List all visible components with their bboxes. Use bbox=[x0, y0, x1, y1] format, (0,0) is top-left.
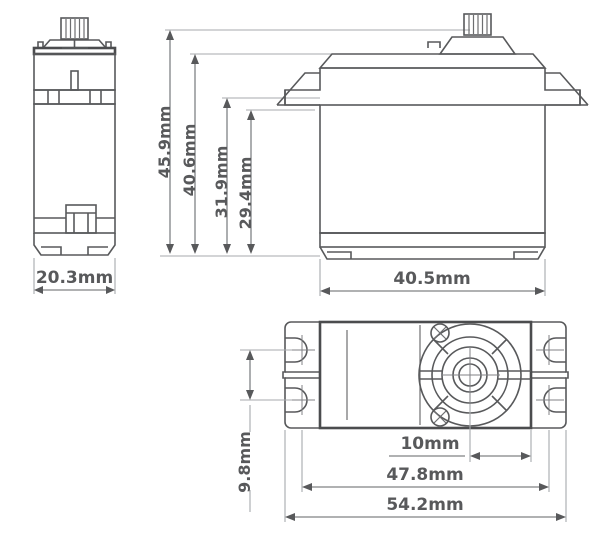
front-view: 20.3mm bbox=[32, 17, 117, 294]
dimension-mount-hole-spacing-label: 9.8mm bbox=[235, 431, 254, 493]
dimension-mount-span-label: 47.8mm bbox=[386, 465, 463, 485]
dimension-side-width-label: 40.5mm bbox=[393, 269, 470, 289]
dimension-front-width: 20.3mm bbox=[33, 258, 116, 294]
top-view-left-wing bbox=[282, 321, 321, 429]
top-view-screw-bottom bbox=[430, 407, 450, 427]
top-view-mount-hole-top-right bbox=[536, 335, 566, 365]
dimension-mount-hole-spacing: 9.8mm bbox=[235, 349, 292, 512]
side-view-taper-right bbox=[545, 72, 589, 106]
dimension-height-total-label: 45.9mm bbox=[155, 106, 174, 179]
side-view-lower-band bbox=[319, 232, 546, 248]
front-view-flange-band bbox=[33, 89, 116, 105]
side-view-foot-right bbox=[513, 251, 538, 259]
side-view-top-boss bbox=[438, 36, 517, 55]
dimension-mount-span: 47.8mm bbox=[301, 430, 550, 492]
side-view-main-body bbox=[319, 104, 546, 234]
top-view-case bbox=[318, 320, 533, 430]
front-view-foot-left bbox=[41, 246, 62, 255]
side-view-small-tab bbox=[427, 41, 441, 48]
dimension-height-body-top-label: 40.6mm bbox=[180, 124, 199, 197]
front-view-connector-block bbox=[65, 204, 97, 234]
side-view-taper-left bbox=[276, 72, 320, 106]
dimension-height-total: 45.9mm bbox=[155, 30, 174, 254]
dimension-height-lower-label: 29.4mm bbox=[236, 157, 255, 230]
dimension-shaft-offset: 10mm bbox=[389, 404, 532, 462]
front-view-top-band bbox=[32, 46, 117, 56]
top-view-screw-top bbox=[430, 323, 450, 343]
dimension-front-width-label: 20.3mm bbox=[36, 268, 113, 288]
top-view-output-horn bbox=[418, 323, 531, 427]
front-view-upper-body bbox=[33, 53, 116, 91]
dimension-side-width: 40.5mm bbox=[319, 259, 546, 296]
side-view-spline-icon bbox=[463, 13, 492, 36]
side-view-top-case bbox=[318, 53, 547, 69]
front-view-ear-right bbox=[105, 41, 112, 48]
dimension-height-lower: 29.4mm bbox=[236, 110, 255, 254]
dimension-shaft-offset-label: 10mm bbox=[400, 434, 459, 454]
front-view-spline-icon bbox=[60, 17, 89, 48]
top-view: 9.8mm 10mm 47.8mm bbox=[235, 320, 569, 522]
side-view-bottom-cap bbox=[319, 246, 546, 260]
side-view-foot-left bbox=[327, 251, 352, 259]
top-view-right-wing bbox=[530, 321, 569, 429]
side-view: 40.5mm bbox=[276, 13, 589, 296]
front-view-foot-right bbox=[87, 246, 108, 255]
dimension-height-case-label: 31.9mm bbox=[212, 146, 231, 219]
dimension-height-case: 31.9mm bbox=[212, 98, 231, 254]
vertical-dimension-stack: 45.9mm 40.6mm 31.9mm 29.4mm bbox=[155, 29, 470, 257]
dimension-height-body-top: 40.6mm bbox=[180, 54, 199, 254]
dimension-overall-length-label: 54.2mm bbox=[386, 495, 463, 515]
top-view-mount-hole-bottom-right bbox=[536, 385, 566, 415]
dimension-overall-length: 54.2mm bbox=[284, 430, 567, 522]
front-view-center-tab bbox=[70, 70, 79, 91]
front-view-bottom-cap bbox=[33, 233, 116, 256]
front-view-ear-left bbox=[37, 41, 44, 48]
